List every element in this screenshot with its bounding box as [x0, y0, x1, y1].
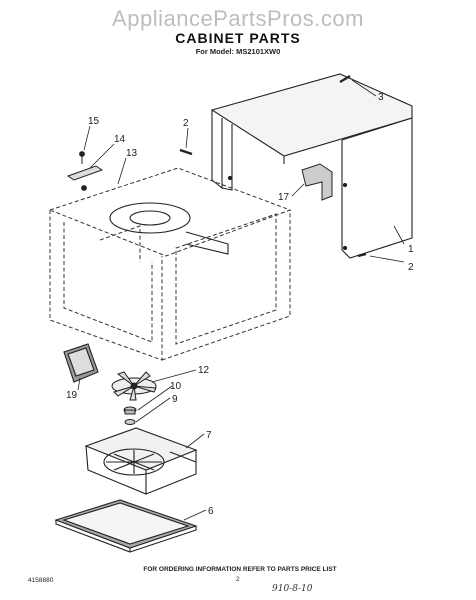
callout-2-top: 2 [183, 118, 189, 129]
callout-15: 15 [88, 116, 100, 127]
bracket-part [301, 163, 333, 201]
callout-3: 3 [378, 92, 384, 103]
callout-6: 6 [208, 506, 214, 517]
callout-9: 9 [172, 394, 178, 405]
leader-lines [77, 79, 405, 521]
page-title: CABINET PARTS [175, 30, 301, 46]
lamp-cover-part [63, 343, 99, 383]
outer-cabinet [210, 73, 413, 259]
bottom-plate-part [54, 499, 198, 553]
model-line: For Model: MS2101XW0 [195, 47, 281, 56]
base-assembly-part [84, 427, 198, 495]
callout-1: 1 [408, 244, 414, 255]
document-number: 4158880 [28, 577, 54, 584]
screw-parts [179, 75, 367, 258]
callout-19: 19 [66, 390, 78, 401]
page-number: 2 [236, 576, 240, 583]
callout-7: 7 [206, 430, 212, 441]
watermark: AppliancePartsPros.com [112, 6, 364, 31]
inner-chassis [48, 167, 292, 361]
fan-blade-part [111, 371, 157, 401]
callout-14: 14 [114, 134, 126, 145]
washer-parts [123, 406, 137, 425]
bracket-14 [66, 151, 104, 191]
callout-2-bottom: 2 [408, 262, 414, 273]
callout-13: 13 [126, 148, 138, 159]
callout-10: 10 [170, 381, 182, 392]
callout-17: 17 [278, 192, 290, 203]
ordering-note: FOR ORDERING INFORMATION REFER TO PARTS … [143, 566, 337, 573]
handwritten-note: 910-8-10 [272, 584, 313, 594]
turntable-ring [109, 202, 229, 255]
callout-12: 12 [198, 365, 210, 376]
